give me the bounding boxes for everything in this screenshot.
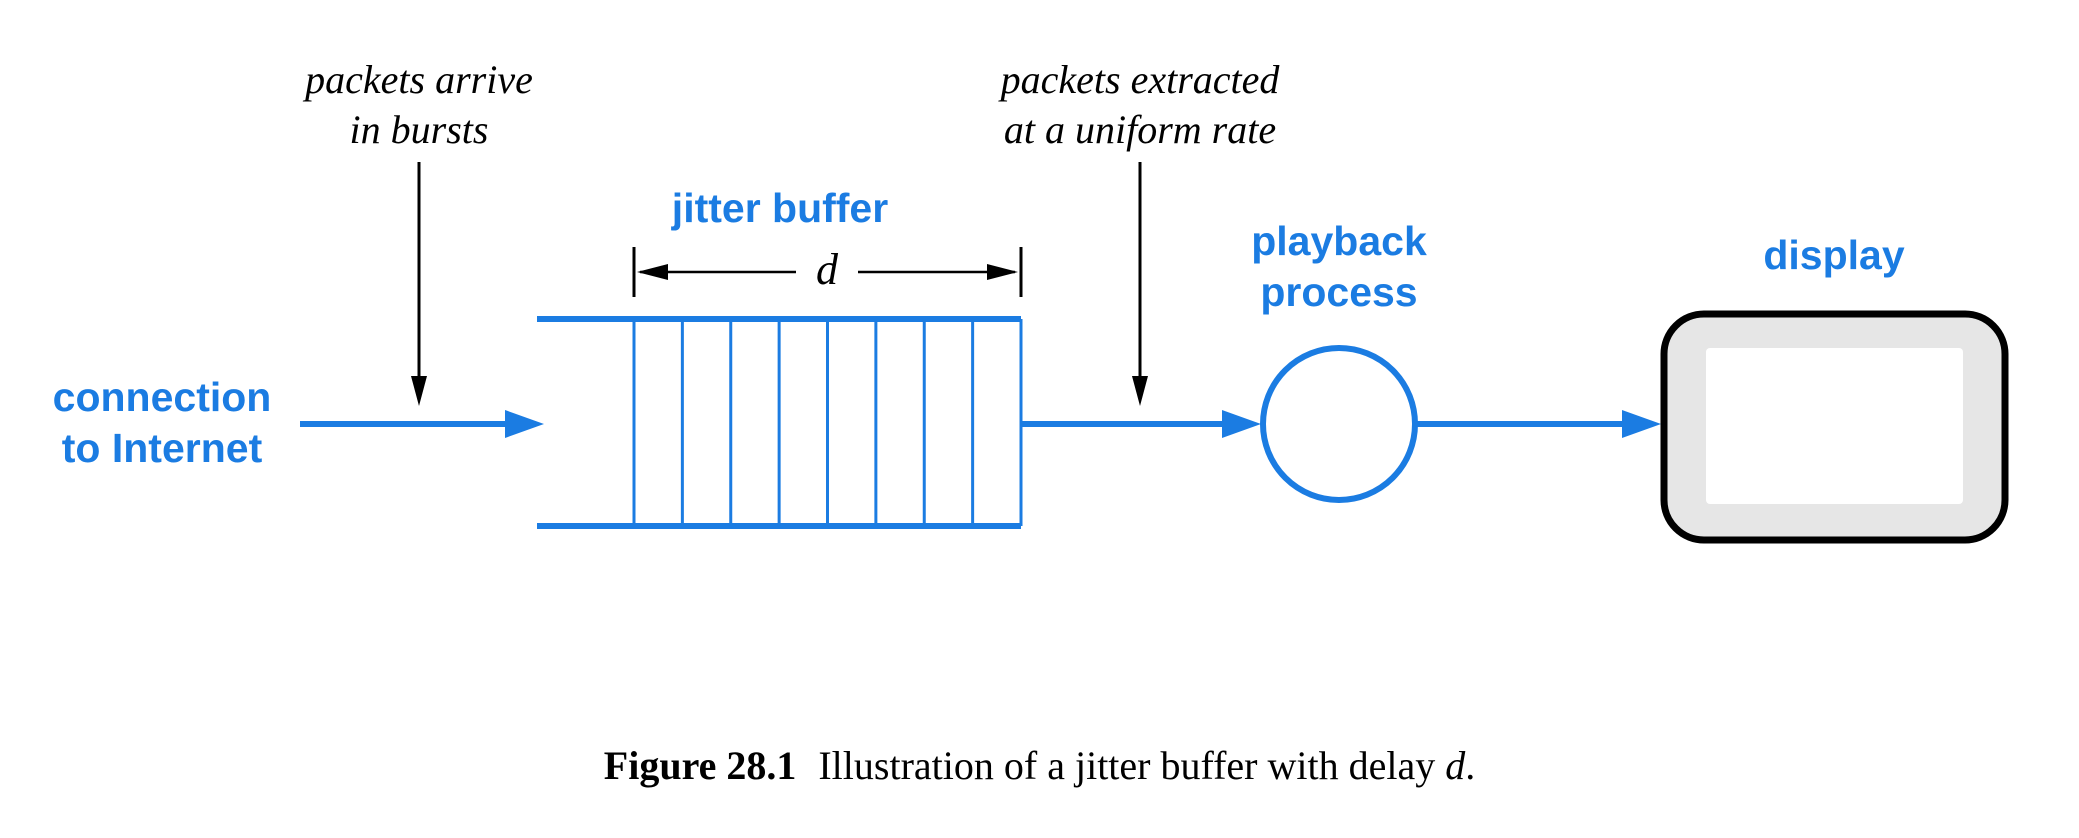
buffer-slot-lines (632, 319, 1023, 526)
display-shape (1660, 310, 2009, 544)
display-screen (1706, 348, 1963, 504)
connection-label: connection to Internet (53, 372, 272, 475)
caption-text: Illustration of a jitter buffer with del… (818, 743, 1436, 788)
connection-label-line: connection (52, 374, 272, 420)
connection-label-line: to Internet (61, 425, 263, 472)
annotation-line: packets extracted (1000, 57, 1280, 102)
burst-arrow (411, 162, 427, 406)
jitter-buffer-shape (537, 316, 1023, 529)
buffer-to-playback-arrow (1021, 410, 1261, 438)
playback-label: playback process (1251, 216, 1427, 319)
caption-variable: d (1445, 743, 1466, 788)
playback-label-line: playback (1251, 218, 1427, 264)
figure-caption: Figure 28.1 Illustration of a jitter buff… (0, 742, 2079, 789)
caption-punctuation: . (1465, 743, 1476, 788)
delay-dimension (632, 247, 1023, 297)
input-arrow (300, 410, 544, 438)
delay-variable: d (816, 245, 838, 294)
annotation-packets-arrive: packets arrive in bursts (305, 55, 533, 155)
playback-label-line: process (1260, 269, 1418, 316)
annotation-line: in bursts (349, 107, 489, 152)
annotation-line: packets arrive (305, 57, 533, 102)
annotation-line: at a uniform rate (1003, 107, 1277, 152)
jitter-buffer-label: jitter buffer (671, 185, 889, 231)
playback-to-display-arrow (1416, 410, 1661, 438)
display-label: display (1763, 232, 1905, 278)
annotation-packets-extracted: packets extracted at a uniform rate (1001, 55, 1280, 155)
figure-number: Figure 28.1 (603, 743, 797, 788)
extract-arrow (1132, 162, 1148, 406)
playback-circle (1260, 345, 1418, 503)
